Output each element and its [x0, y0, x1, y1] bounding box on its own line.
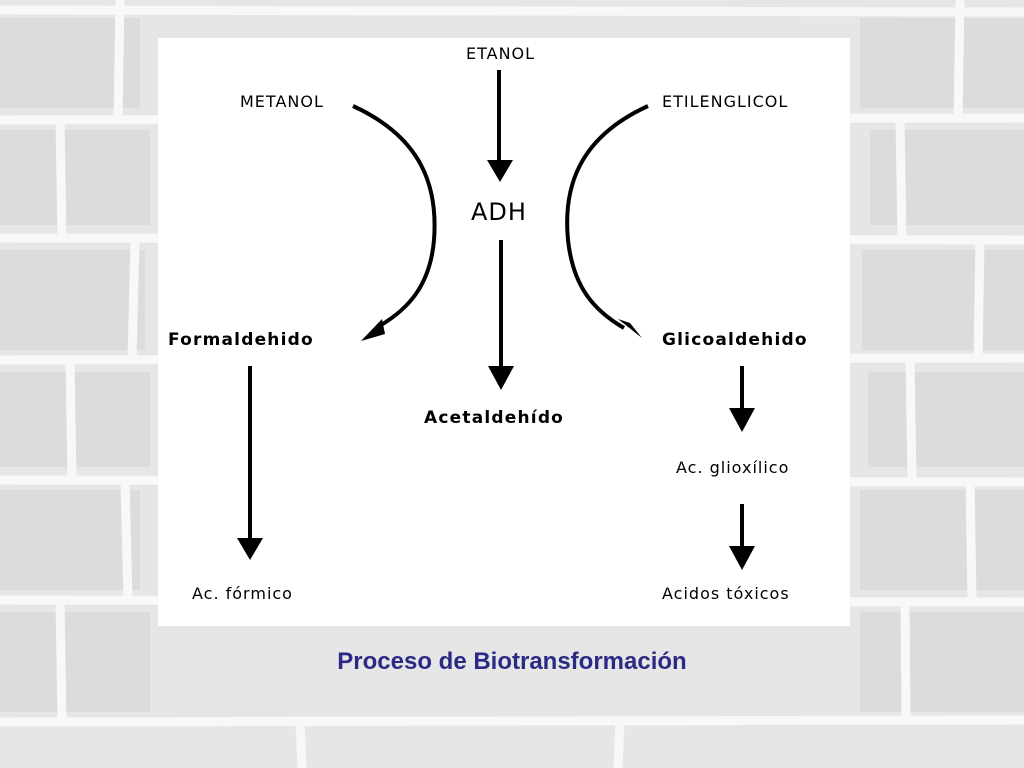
node-acidos-toxicos: Acidos tóxicos — [662, 584, 790, 603]
node-ac-formico: Ac. fórmico — [192, 584, 293, 603]
arrows-layer — [237, 70, 755, 570]
arrowhead-glicoaldehido — [618, 319, 642, 338]
arrowhead-acglioxilico — [729, 408, 755, 432]
arrowhead-acetaldehido — [488, 366, 514, 390]
arrowhead-adh — [487, 160, 513, 182]
diagram-panel: ETANOL METANOL ETILENGLICOL ADH Formalde… — [158, 38, 850, 626]
node-metanol: METANOL — [240, 92, 324, 111]
node-adh: ADH — [471, 198, 527, 226]
arrow-metanol-formaldehido — [352, 104, 437, 330]
node-formaldehido: Formaldehido — [168, 330, 314, 350]
node-ac-glioxilico: Ac. glioxílico — [676, 458, 790, 477]
arrowhead-acidostoxicos — [729, 546, 755, 570]
node-etilenglicol: ETILENGLICOL — [662, 92, 789, 111]
arrowhead-acformico — [237, 538, 263, 560]
node-etanol: ETANOL — [466, 44, 536, 63]
node-acetaldehido: Acetaldehído — [424, 408, 565, 428]
slide-caption: Proceso de Biotransformación — [337, 648, 687, 675]
node-glicoaldehido: Glicoaldehido — [662, 330, 808, 350]
arrowhead-formaldehido — [361, 319, 385, 341]
arrow-etilenglicol-glicoaldehido — [565, 104, 649, 330]
